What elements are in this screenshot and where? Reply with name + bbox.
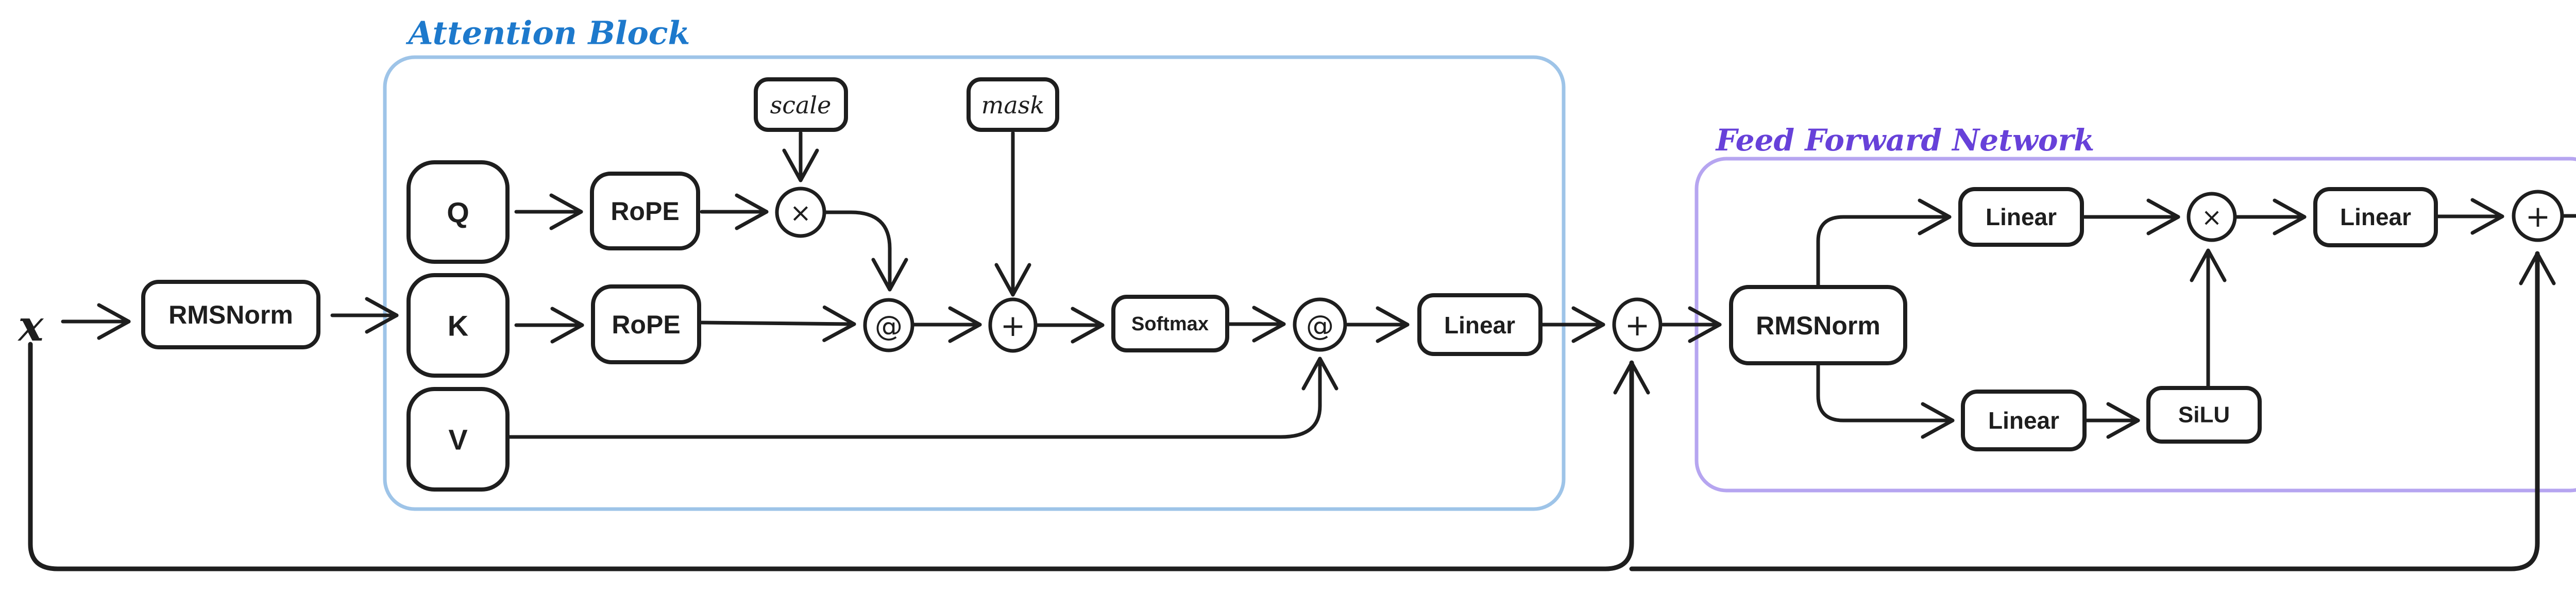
op-qk-matmul-circle bbox=[863, 298, 914, 352]
op-mask-add-circle bbox=[988, 297, 1038, 353]
op-qk-matmul: @ bbox=[863, 298, 914, 352]
op-scale-multiply-circle bbox=[775, 187, 826, 238]
plus-icon: + bbox=[1001, 308, 1026, 343]
node-rmsnorm-1-label: RMSNorm bbox=[168, 300, 293, 329]
node-silu-box bbox=[2146, 386, 2262, 444]
op-residual-add-2: + bbox=[2512, 190, 2564, 242]
edge-residual-skip-2 bbox=[1629, 251, 2556, 571]
node-rmsnorm-2-box bbox=[1729, 285, 1907, 365]
plus-icon: + bbox=[2526, 199, 2551, 234]
node-softmax-box bbox=[1111, 295, 1229, 352]
node-rmsnorm-1-box bbox=[141, 280, 320, 349]
node-rope-k: RoPE bbox=[591, 284, 701, 364]
edge-residual-skip-1 bbox=[28, 342, 1650, 571]
node-silu: SiLU bbox=[2146, 386, 2262, 444]
node-q: Q bbox=[406, 160, 510, 264]
node-k: K bbox=[406, 273, 510, 378]
node-rmsnorm-2-label: RMSNorm bbox=[1756, 311, 1880, 340]
ffn-block-title: Feed Forward Network bbox=[1715, 123, 2095, 158]
node-v-label: V bbox=[448, 424, 467, 456]
node-rmsnorm-1: RMSNorm bbox=[141, 280, 320, 349]
op-mask-add: + bbox=[988, 297, 1038, 353]
node-q-label: Q bbox=[447, 196, 469, 229]
node-softmax: Softmax bbox=[1111, 295, 1229, 352]
input-label: x bbox=[18, 301, 44, 351]
op-av-matmul-circle bbox=[1293, 297, 1347, 352]
multiply-icon: × bbox=[790, 198, 811, 228]
node-linear-ffn-out-box bbox=[2313, 187, 2438, 247]
op-av-matmul: @ bbox=[1293, 297, 1347, 352]
node-mask-box bbox=[967, 77, 1059, 132]
op-residual-add-1: + bbox=[1612, 297, 1663, 352]
node-v-box bbox=[406, 387, 510, 492]
node-rmsnorm-2: RMSNorm bbox=[1729, 285, 1907, 365]
op-gate-multiply-circle bbox=[2187, 192, 2237, 242]
multiply-icon: × bbox=[2201, 203, 2222, 232]
node-softmax-label: Softmax bbox=[1131, 313, 1209, 335]
node-rope-q: RoPE bbox=[590, 172, 700, 250]
node-q-box bbox=[406, 160, 510, 264]
node-linear-ffn-bottom: Linear bbox=[1961, 390, 2087, 451]
node-linear-ffn-bottom-box bbox=[1961, 390, 2087, 451]
edge-v-to-av-matmul bbox=[507, 357, 1338, 439]
node-linear-ffn-bottom-label: Linear bbox=[1988, 407, 2059, 434]
matmul-icon: @ bbox=[875, 310, 903, 343]
op-gate-multiply: × bbox=[2187, 192, 2237, 242]
node-rope-k-label: RoPE bbox=[612, 310, 680, 339]
node-linear-ffn-out-label: Linear bbox=[2340, 204, 2411, 230]
nodes: RMSNorm Q K V RoPE RoPE scale mask bbox=[141, 77, 2438, 492]
node-linear-ffn-out: Linear bbox=[2313, 187, 2438, 247]
operators: × @ + @ + × + bbox=[775, 187, 2564, 353]
node-linear-attn: Linear bbox=[1417, 293, 1543, 356]
node-linear-attn-label: Linear bbox=[1444, 312, 1515, 339]
node-rope-q-label: RoPE bbox=[611, 197, 679, 226]
node-linear-ffn-top: Linear bbox=[1958, 187, 2084, 247]
attention-block-border bbox=[383, 55, 1566, 511]
attention-block-title: Attention Block bbox=[405, 14, 690, 52]
node-mask-label: mask bbox=[981, 91, 1045, 119]
edge-multiply-to-qk-matmul bbox=[823, 210, 908, 292]
node-silu-label: SiLU bbox=[2178, 402, 2230, 428]
node-linear-attn-box bbox=[1417, 293, 1543, 356]
node-rope-k-box bbox=[591, 284, 701, 364]
op-residual-add-1-circle bbox=[1612, 297, 1663, 352]
matmul-icon: @ bbox=[1306, 310, 1334, 342]
node-scale: scale bbox=[754, 77, 848, 132]
edges bbox=[28, 131, 2576, 571]
op-scale-multiply: × bbox=[775, 187, 826, 238]
edge-rmsnorm2-to-linear-bottom bbox=[1816, 363, 1955, 439]
edge-rmsnorm2-to-linear-top bbox=[1816, 198, 1952, 287]
node-linear-ffn-top-label: Linear bbox=[1986, 204, 2057, 230]
node-v: V bbox=[406, 387, 510, 492]
node-linear-ffn-top-box bbox=[1958, 187, 2084, 247]
edge-ropek-to-qk-matmul bbox=[700, 305, 856, 342]
op-residual-add-2-circle bbox=[2512, 190, 2564, 242]
node-k-box bbox=[406, 273, 510, 378]
plus-icon: + bbox=[1625, 308, 1650, 343]
node-mask: mask bbox=[967, 77, 1059, 132]
node-rope-q-box bbox=[590, 172, 700, 250]
node-k-label: K bbox=[448, 310, 468, 342]
node-scale-box bbox=[754, 77, 848, 132]
node-scale-label: scale bbox=[770, 91, 832, 119]
